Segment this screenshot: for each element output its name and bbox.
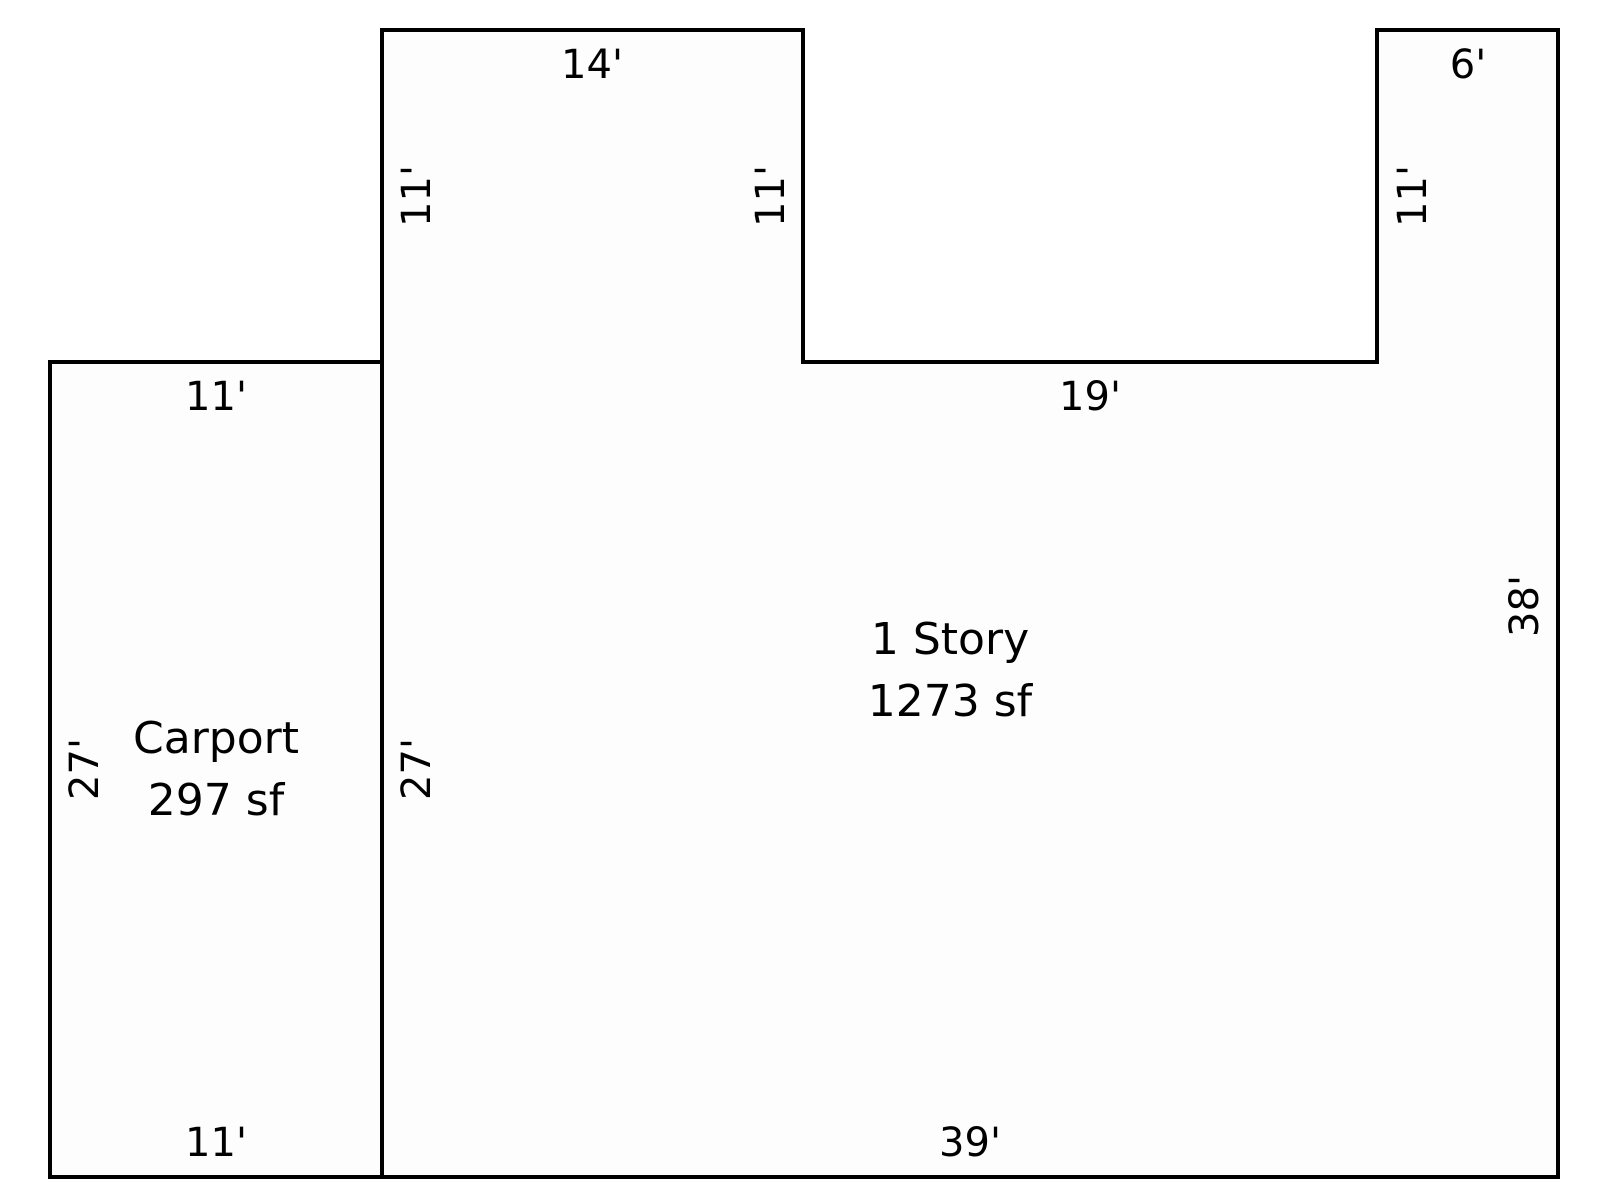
wing-left-right-dimension: 11': [748, 165, 794, 227]
story-name-label: 1 Story: [871, 614, 1029, 665]
story-right-dimension: 38': [1502, 575, 1548, 637]
carport-name-label: Carport: [133, 713, 299, 764]
wing-left-top-dimension: 14': [561, 42, 623, 88]
carport-right-dimension: 27': [394, 738, 440, 800]
wing-right-top-dimension: 6': [1450, 42, 1486, 88]
wing-left-left-dimension: 11': [394, 165, 440, 227]
notch-bottom-dimension: 19': [1059, 374, 1121, 420]
story-outline: [380, 28, 1560, 1179]
carport-bottom-dimension: 11': [185, 1120, 247, 1166]
wing-right-left-dimension: 11': [1390, 165, 1436, 227]
carport-outline: [48, 360, 384, 1179]
story-bottom-dimension: 39': [939, 1120, 1001, 1166]
carport-left-dimension: 27': [62, 738, 108, 800]
story-area-label: 1273 sf: [868, 676, 1034, 727]
carport-top-dimension: 11': [185, 374, 247, 420]
carport-area-label: 297 sf: [148, 775, 286, 826]
